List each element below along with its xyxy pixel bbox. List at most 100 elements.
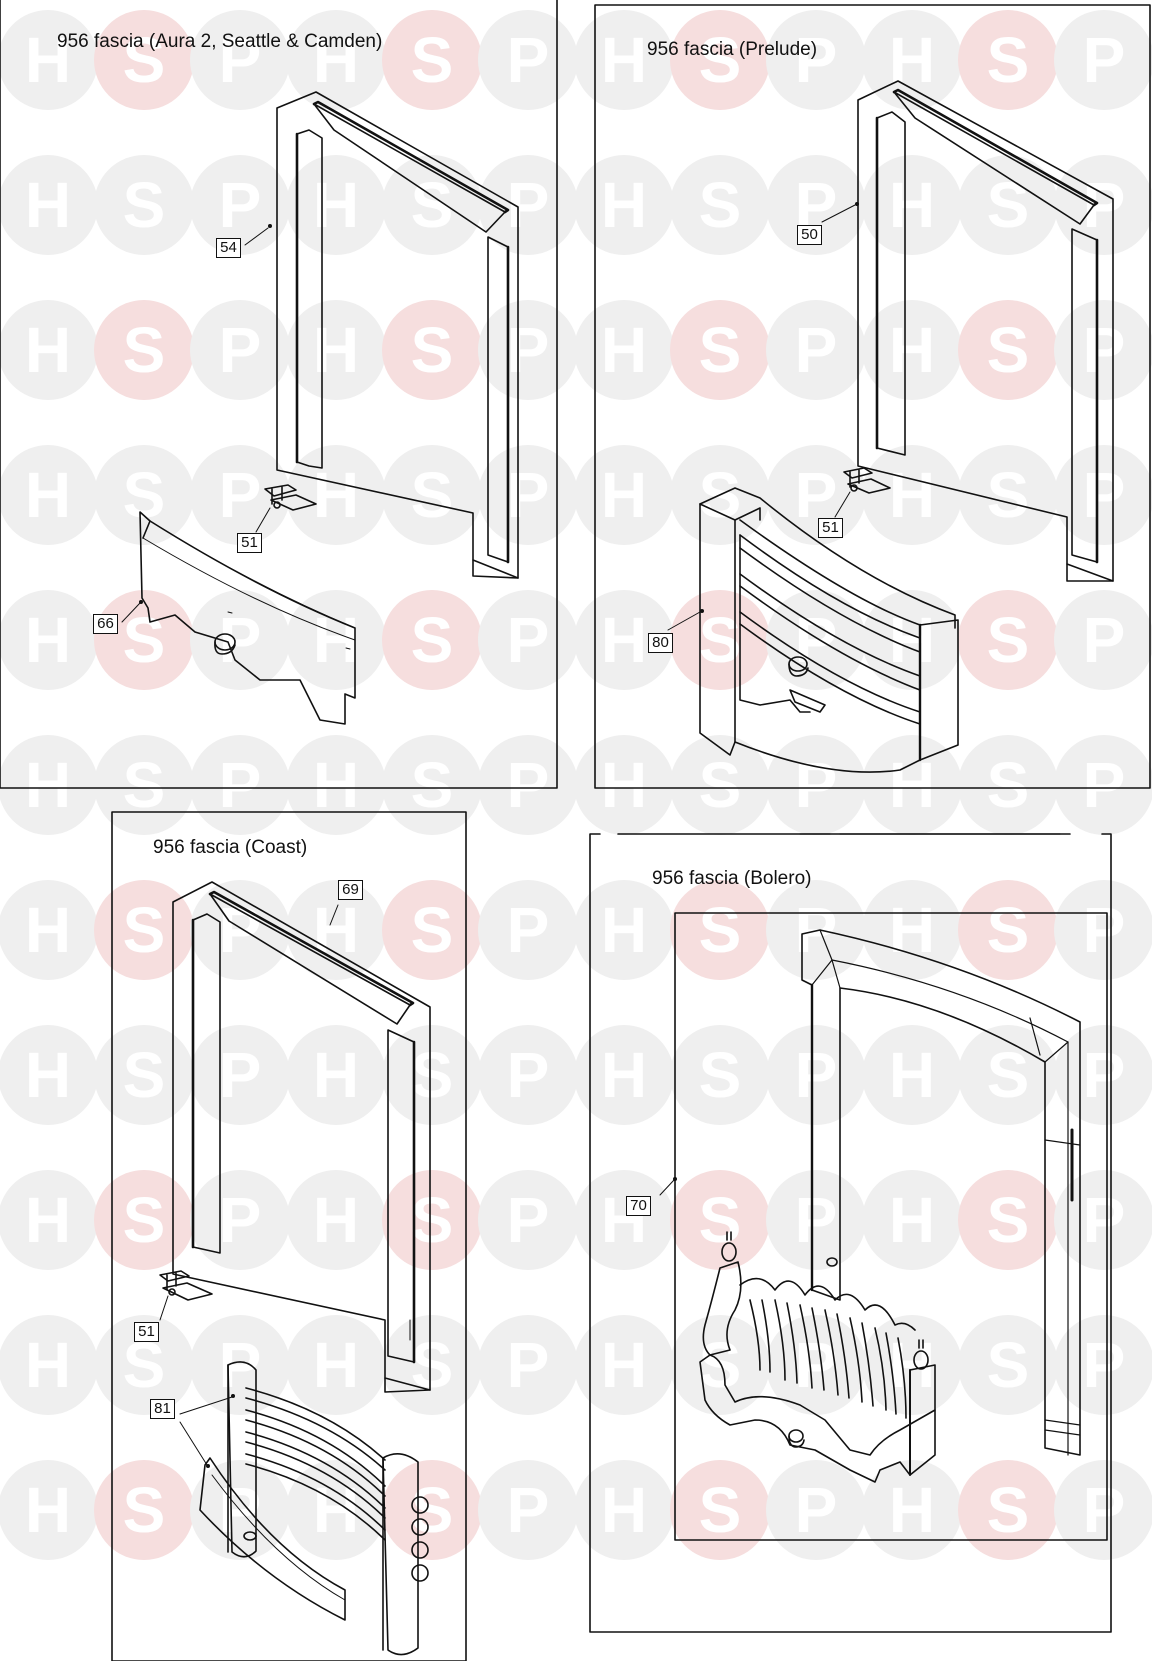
watermark-circle	[286, 445, 386, 545]
watermark-circle	[766, 1170, 866, 1270]
watermark-circle	[958, 590, 1058, 690]
watermark-circle	[382, 445, 482, 545]
prelude-fascia-assembly	[668, 81, 1113, 772]
watermark-circle	[478, 1460, 578, 1560]
watermark-circle	[1054, 590, 1152, 690]
leader-51	[160, 1296, 168, 1320]
clip-51	[265, 485, 316, 510]
watermark-circle	[766, 155, 866, 255]
watermark-circle	[1054, 1460, 1152, 1560]
watermark-circle	[0, 1170, 98, 1270]
watermark-circle	[1054, 735, 1152, 835]
leader-70	[660, 1180, 674, 1195]
watermark-circle	[958, 1315, 1058, 1415]
fascia-top-bar	[894, 92, 1094, 224]
watermark-circle	[286, 735, 386, 835]
watermark-circle	[862, 1170, 962, 1270]
watermark-circle	[766, 880, 866, 980]
watermark-circle	[190, 590, 290, 690]
watermark-circle	[382, 590, 482, 690]
leader-50	[822, 205, 855, 222]
watermark-circle	[766, 300, 866, 400]
watermark-circle	[670, 1315, 770, 1415]
watermark-circle	[1054, 445, 1152, 545]
watermark-circle	[958, 880, 1058, 980]
watermark-circle	[382, 300, 482, 400]
clip-51	[844, 468, 890, 493]
watermark-circle	[574, 880, 674, 980]
watermark-circle	[382, 880, 482, 980]
watermark-circle	[1054, 880, 1152, 980]
watermark-circle	[0, 10, 98, 110]
watermark-circle	[958, 300, 1058, 400]
frame-prelude	[595, 5, 1150, 788]
leader-51	[256, 508, 270, 532]
fascia-frame-50-edge	[1067, 564, 1113, 581]
fascia-frame-69	[173, 882, 430, 1390]
watermark-circle	[286, 1025, 386, 1125]
watermark-circle	[0, 1315, 98, 1415]
watermark-circle	[862, 155, 962, 255]
leader-66	[122, 603, 140, 622]
fascia-frame-50	[858, 81, 1113, 581]
watermark-circle	[382, 1460, 482, 1560]
watermark-circle	[574, 1025, 674, 1125]
fascia-top-bar-shade	[894, 90, 1097, 205]
callout-51: 51	[818, 518, 843, 538]
fascia-frame-69-edge	[385, 1378, 430, 1392]
watermark-circle	[670, 1460, 770, 1560]
watermark-circle	[574, 735, 674, 835]
watermark-circle	[574, 10, 674, 110]
fascia-left-strip	[193, 914, 220, 1253]
watermark-circle	[286, 1460, 386, 1560]
frame-aura	[0, 0, 557, 788]
leader-51	[835, 492, 850, 517]
callout-50: 50	[797, 225, 822, 245]
watermark-circle	[0, 300, 98, 400]
watermark-circle	[94, 300, 194, 400]
watermark-circle	[94, 155, 194, 255]
leader-81	[180, 1397, 232, 1465]
callout-69: 69	[338, 880, 363, 900]
leader-54	[245, 228, 268, 245]
frame-coast	[112, 812, 466, 1661]
watermark-circle	[94, 10, 194, 110]
callout-51: 51	[134, 1322, 159, 1342]
watermark-circle	[862, 10, 962, 110]
watermark-circle	[382, 1170, 482, 1270]
watermark-circle	[0, 880, 98, 980]
watermark-circle	[94, 445, 194, 545]
fret-81	[200, 1362, 428, 1655]
watermark-circle	[958, 1170, 1058, 1270]
frame-bolero	[590, 834, 1111, 1632]
bolero-fret	[700, 1232, 935, 1482]
fascia-right-strip	[488, 237, 508, 562]
watermark-circle	[286, 1170, 386, 1270]
leader-69	[330, 905, 338, 925]
watermark-circle	[766, 1025, 866, 1125]
watermark-circle	[574, 1460, 674, 1560]
watermark-circle	[94, 1170, 194, 1270]
watermark-circle	[670, 10, 770, 110]
panel-title-bolero: 956 fascia (Bolero)	[652, 868, 812, 889]
callout-81: 81	[150, 1399, 175, 1419]
watermark-circle	[382, 10, 482, 110]
callout-70: 70	[626, 1196, 651, 1216]
watermark-circle	[478, 1170, 578, 1270]
watermark-circle	[286, 590, 386, 690]
fascia-left-strip	[877, 112, 905, 455]
watermark-circle	[190, 300, 290, 400]
watermark-circle	[1054, 1315, 1152, 1415]
watermark-circle	[478, 300, 578, 400]
watermark-circle	[478, 155, 578, 255]
watermark-circle	[670, 1170, 770, 1270]
aura-fascia-assembly	[122, 92, 518, 724]
watermark-circle	[382, 735, 482, 835]
watermark-circle	[862, 300, 962, 400]
panel-title-aura: 956 fascia (Aura 2, Seattle & Camden)	[57, 31, 383, 52]
watermark-circle	[382, 1025, 482, 1125]
watermark-circle	[382, 1315, 482, 1415]
watermark-circle	[0, 1025, 98, 1125]
